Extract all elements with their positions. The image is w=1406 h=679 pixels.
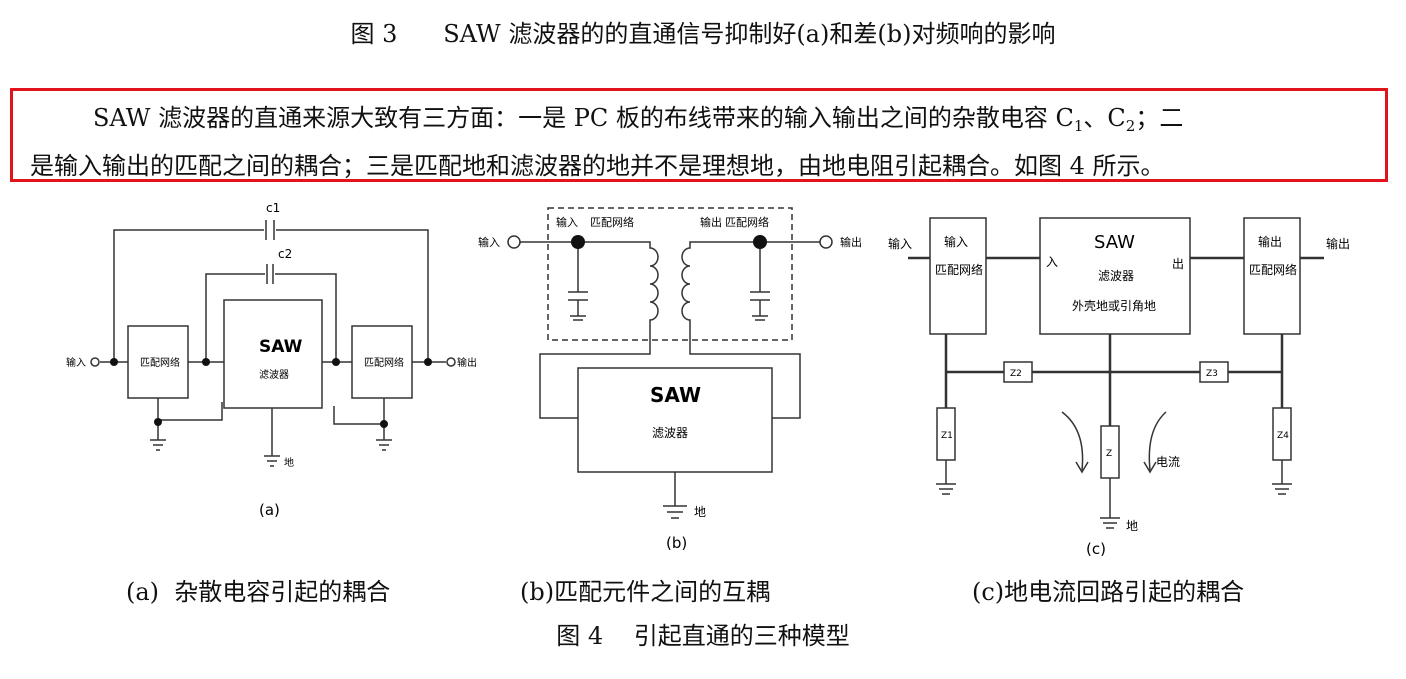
input-label-b: 输入 [478, 235, 500, 249]
ground-label-c: 地 [1126, 519, 1138, 533]
saw-label-b: SAW [650, 383, 701, 407]
diagram-b: 输入 匹配网络 输出 匹配网络 输入 输出 SAW 滤波器 地 (b) [478, 207, 862, 552]
highlight-box [10, 88, 1388, 182]
z-label: Z [1106, 449, 1112, 459]
subscript-1: 1 [1073, 117, 1084, 135]
figure3-caption: 图 3 SAW 滤波器的的直通信号抑制好(a)和差(b)对频响的影响 [350, 20, 1056, 48]
input-box-label-b: 输入 [556, 215, 578, 229]
output-label-b: 输出 [840, 235, 862, 249]
paragraph-line-2: 是输入输出的匹配之间的耦合；三是匹配地和滤波器的地并不是理想地，由地电阻引起耦合… [30, 152, 1165, 180]
shell-ground-label: 外壳地或引角地 [1072, 299, 1156, 313]
z2-label: Z2 [1010, 369, 1022, 379]
diagram-c-label: (c) [1086, 540, 1106, 558]
match-right-label: 匹配网络 [364, 356, 404, 369]
diagram-c: 输入 匹配网络 输出 匹配网络 输入 输出 SAW 入 出 滤波器 外壳地或引角… [888, 217, 1350, 558]
input-label-c: 输入 [888, 236, 912, 251]
figure4-caption: 图 4 引起直通的三种模型 [556, 622, 850, 650]
input-label-a: 输入 [66, 356, 86, 369]
z4-label: Z4 [1277, 431, 1289, 441]
match-left-label: 匹配网络 [140, 356, 180, 369]
ground-label-b: 地 [694, 505, 706, 519]
diagram-b-label: (b) [666, 534, 687, 552]
caption-a: (a) 杂散电容引起的耦合 [126, 578, 391, 606]
filter-label-b: 滤波器 [652, 426, 688, 440]
chu-label: 出 [1172, 257, 1184, 271]
output-box-label-b: 输出 [700, 215, 722, 229]
diagram-a: c1 c2 SAW 滤波器 匹配网络 匹配网络 输入 输出 地 (a) [66, 201, 477, 519]
ground-label-a: 地 [284, 456, 294, 469]
paragraph-text-b: 、C [1083, 104, 1126, 132]
match2-label-b: 匹配网络 [725, 215, 769, 229]
filter-label-a: 滤波器 [259, 368, 289, 381]
z1-label: Z1 [941, 431, 953, 441]
output-label-a: 输出 [457, 356, 477, 369]
subscript-2: 2 [1125, 117, 1136, 135]
caption-c: (c)地电流回路引起的耦合 [972, 578, 1245, 606]
z3-label: Z3 [1206, 369, 1218, 379]
paragraph-text-a: SAW 滤波器的直通来源大致有三方面：一是 PC 板的布线带来的输入输出之间的杂… [93, 104, 1074, 132]
input-box-c-1: 输入 [944, 234, 968, 249]
c1-label: c1 [266, 201, 280, 215]
c2-label: c2 [278, 247, 292, 261]
paragraph-text-c: ；二 [1135, 104, 1184, 132]
filter-label-c: 滤波器 [1098, 269, 1134, 283]
output-box-c-2: 匹配网络 [1249, 262, 1297, 277]
ru-label: 入 [1046, 255, 1058, 269]
saw-label-c: SAW [1094, 232, 1135, 253]
saw-label-a: SAW [259, 337, 303, 357]
match1-label-b: 匹配网络 [590, 215, 634, 229]
output-label-c: 输出 [1326, 236, 1350, 251]
body-paragraph: SAW 滤波器的直通来源大致有三方面：一是 PC 板的布线带来的输入输出之间的杂… [30, 98, 1366, 186]
caption-b: (b)匹配元件之间的互耦 [520, 578, 771, 606]
output-box-c-1: 输出 [1258, 234, 1282, 249]
current-label: 电流 [1156, 455, 1180, 469]
paragraph-line-1: SAW 滤波器的直通来源大致有三方面：一是 PC 板的布线带来的输入输出之间的杂… [30, 98, 1366, 146]
input-box-c-2: 匹配网络 [935, 262, 983, 277]
diagram-a-label: (a) [259, 501, 280, 519]
